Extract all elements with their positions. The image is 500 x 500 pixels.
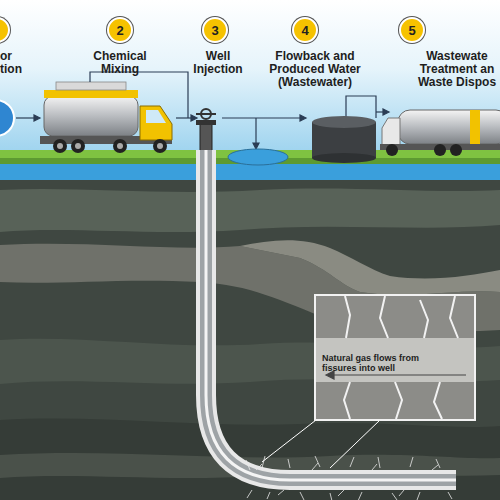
callout-number: 5 <box>401 19 423 41</box>
step-circle: 4Flowback and Produced Water (Wastewater… <box>292 17 318 43</box>
inset-box: Natural gas flows from fissures into wel… <box>314 294 476 421</box>
callout-number: 2 <box>109 19 131 41</box>
step-heading: Chemical Mixing <box>82 50 158 76</box>
step-circle: 2Chemical Mixing <box>107 17 133 43</box>
callout-number: 4 <box>294 19 316 41</box>
step-heading: or tion <box>0 50 30 76</box>
step-heading: Wastewate Treatment an Waste Dispos <box>414 50 500 89</box>
step-heading: Flowback and Produced Water (Wastewater) <box>262 50 368 89</box>
step-circle: 3Well Injection <box>202 17 228 43</box>
inset-caption: Natural gas flows from fissures into wel… <box>322 353 442 373</box>
step-circle: 5Wastewate Treatment an Waste Dispos <box>399 17 425 43</box>
step-heading: Well Injection <box>180 50 256 76</box>
callout-number: 3 <box>204 19 226 41</box>
